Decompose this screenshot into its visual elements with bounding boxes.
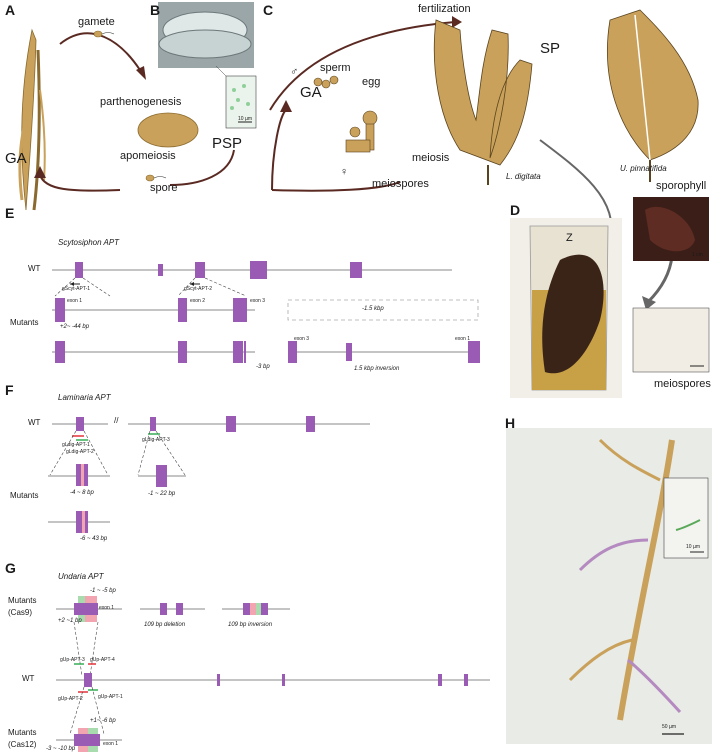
f-mut2: -1 ~ 22 bp (148, 491, 175, 497)
u-pinnatifida-blade (607, 10, 698, 160)
e-exon1b: exon 1 (455, 336, 470, 342)
panel-g-gene (56, 596, 490, 752)
g-title: Undaria APT (58, 572, 104, 581)
c-u-pinnatifida: U. pinnatifida (620, 164, 667, 173)
panel-label-c: C (263, 2, 273, 18)
f-mut1: -4 ~ 8 bp (70, 490, 94, 496)
g-mutants-cas12-b: (Cas12) (8, 740, 36, 749)
d-scale: 1 cm (692, 252, 703, 258)
l-digitata-blade (434, 20, 532, 165)
e-mut2: -3 bp (256, 364, 270, 370)
panel-d-photo (510, 197, 709, 398)
e-mutants: Mutants (10, 318, 38, 327)
e-wt: WT (28, 264, 40, 273)
b-scale: 10 µm (238, 116, 252, 122)
g-mutants-cas12-a: Mutants (8, 728, 36, 737)
ga-filament (22, 30, 36, 210)
g-mut4: 109 bp inversion (228, 622, 272, 628)
c-ga: GA (300, 84, 322, 101)
e-guide1: gScyt-APT-1 (62, 286, 90, 292)
e-guide2: gScyt-APT-2 (184, 286, 212, 292)
f-wt: WT (28, 418, 40, 427)
g-mutants-cas9-a: Mutants (8, 596, 36, 605)
e-exon1: exon 1 (67, 298, 82, 304)
g-exon1b: exon 1 (103, 741, 118, 747)
c-sperm: sperm (320, 62, 351, 74)
psp-blob (138, 113, 198, 147)
panel-label-b: B (150, 2, 160, 18)
c-meiosis: meiosis (412, 152, 449, 164)
g-mut6: -3 ~ -10 bp (46, 746, 75, 752)
c-l-digitata: L. digitata (506, 172, 541, 181)
c-fertilization: fertilization (418, 3, 471, 15)
e-title: Scytosiphon APT (58, 238, 119, 247)
a-spore: spore (150, 182, 178, 194)
g-guide4: gUp-APT-4 (90, 657, 115, 663)
g-mut2: +2 ~1 bp (58, 618, 82, 624)
g-mutants-cas9-b: (Cas9) (8, 608, 32, 617)
c-male-symbol: ♂ (290, 66, 298, 78)
c-sporophyll: sporophyll (656, 180, 706, 192)
h-inset-scale: 10 µm (686, 544, 700, 550)
f-mutants: Mutants (10, 491, 38, 500)
c-sp: SP (540, 40, 560, 57)
f-break: // (114, 416, 118, 425)
c-meiospores: meiospores (372, 178, 429, 190)
e-mut1: +2~ -44 bp (60, 324, 89, 330)
e-mut4: 1.5 kbp inversion (354, 366, 399, 372)
g-mut5: +1~ -6 bp (90, 718, 116, 724)
c-egg: egg (362, 76, 380, 88)
panel-e-gene (52, 261, 480, 363)
d-meiospores: meiospores (654, 378, 711, 390)
panel-label-a: A (5, 2, 15, 18)
g-wt: WT (22, 674, 34, 683)
f-guide3: gLdig-APT-3 (142, 437, 170, 443)
panel-c-graphic (270, 10, 698, 310)
f-guide1: gLdig-APT-1 (62, 442, 90, 448)
g-guide3: gUp-APT-3 (60, 657, 85, 663)
panel-label-h: H (505, 415, 515, 431)
e-mut3: -1.5 kbp (362, 306, 384, 312)
f-guide2: gLdig-APT-2 (66, 449, 94, 455)
panel-label-e: E (5, 205, 14, 221)
f-title: Laminaria APT (58, 393, 111, 402)
g-exon1: exon 1 (99, 605, 114, 611)
panel-label-g: G (5, 560, 16, 576)
d-beaker-mark: Z (566, 232, 573, 244)
panel-h-photo (506, 428, 712, 744)
g-mut1: -1 ~ -5 bp (90, 588, 116, 594)
e-exon3: exon 3 (250, 298, 265, 304)
panel-f-gene (48, 416, 370, 533)
panel-b-photo (158, 2, 256, 128)
e-exon3b: exon 3 (294, 336, 309, 342)
panel-label-f: F (5, 382, 14, 398)
h-scale: 50 µm (662, 724, 676, 730)
a-gamete: gamete (78, 16, 115, 28)
panel-label-d: D (510, 202, 520, 218)
a-psp: PSP (212, 135, 242, 152)
g-guide1: gUp-APT-1 (98, 694, 123, 700)
c-female-symbol: ♀ (340, 166, 348, 178)
g-mut3: 109 bp deletion (144, 622, 185, 628)
a-ga: GA (5, 150, 27, 167)
g-guide2: gUp-APT-2 (58, 696, 83, 702)
a-parthenogenesis: parthenogenesis (100, 96, 181, 108)
f-mut3: -6 ~ 43 bp (80, 536, 107, 542)
e-exon2: exon 2 (190, 298, 205, 304)
a-apomeiosis: apomeiosis (120, 150, 176, 162)
